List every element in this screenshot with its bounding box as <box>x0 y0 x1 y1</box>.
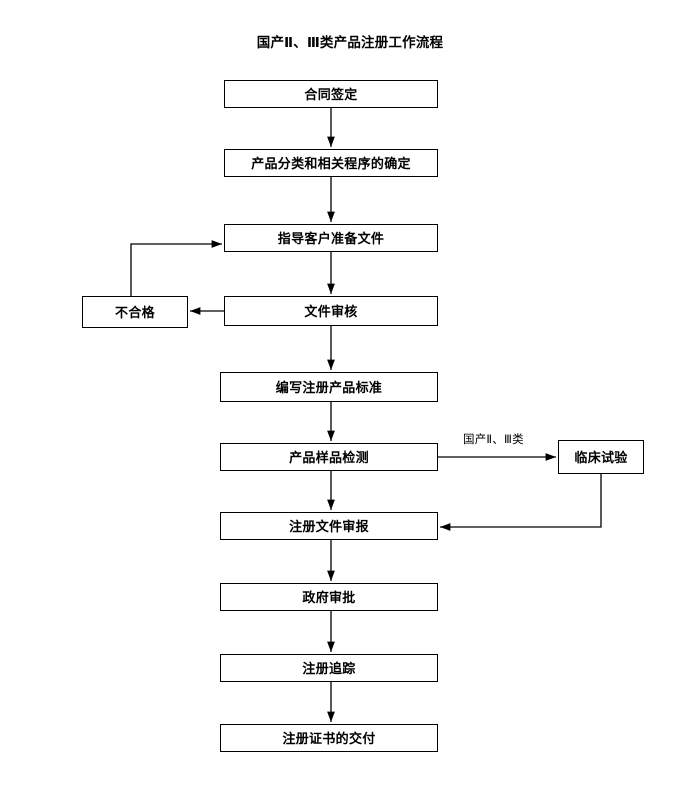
node-label: 注册追踪 <box>302 660 356 676</box>
node-label: 注册证书的交付 <box>282 730 376 746</box>
node-label: 产品分类和相关程序的确定 <box>251 155 411 171</box>
node-label: 文件审核 <box>304 303 358 319</box>
node-product-classification[interactable]: 产品分类和相关程序的确定 <box>224 149 438 177</box>
node-certificate-delivery[interactable]: 注册证书的交付 <box>220 724 438 752</box>
node-registration-document-submission[interactable]: 注册文件审报 <box>220 512 438 540</box>
node-document-review[interactable]: 文件审核 <box>224 296 438 326</box>
node-label: 政府审批 <box>302 589 356 605</box>
node-label: 编写注册产品标准 <box>275 379 383 395</box>
edge-label-domestic-class-2-3: 国产Ⅱ、Ⅲ类 <box>463 434 524 446</box>
page-title: 国产Ⅱ、Ⅲ类产品注册工作流程 <box>256 35 444 50</box>
edge-unqualified-n3 <box>130 240 222 296</box>
node-clinical-trial[interactable]: 临床试验 <box>558 440 644 474</box>
node-label: 指导客户准备文件 <box>277 230 385 246</box>
node-label: 不合格 <box>115 304 155 320</box>
node-label: 产品样品检测 <box>289 449 369 465</box>
node-label: 临床试验 <box>574 449 628 465</box>
node-sample-testing[interactable]: 产品样品检测 <box>220 443 438 471</box>
node-contract-signing[interactable]: 合同签定 <box>224 80 438 108</box>
node-guide-client-documents[interactable]: 指导客户准备文件 <box>224 224 438 252</box>
node-label: 合同签定 <box>304 86 358 102</box>
node-registration-tracking[interactable]: 注册追踪 <box>220 654 438 682</box>
node-write-product-standard[interactable]: 编写注册产品标准 <box>220 372 438 402</box>
node-government-approval[interactable]: 政府审批 <box>220 583 438 611</box>
node-label: 注册文件审报 <box>289 518 369 534</box>
node-unqualified[interactable]: 不合格 <box>82 296 188 328</box>
edge-clinical-n7 <box>440 474 602 531</box>
